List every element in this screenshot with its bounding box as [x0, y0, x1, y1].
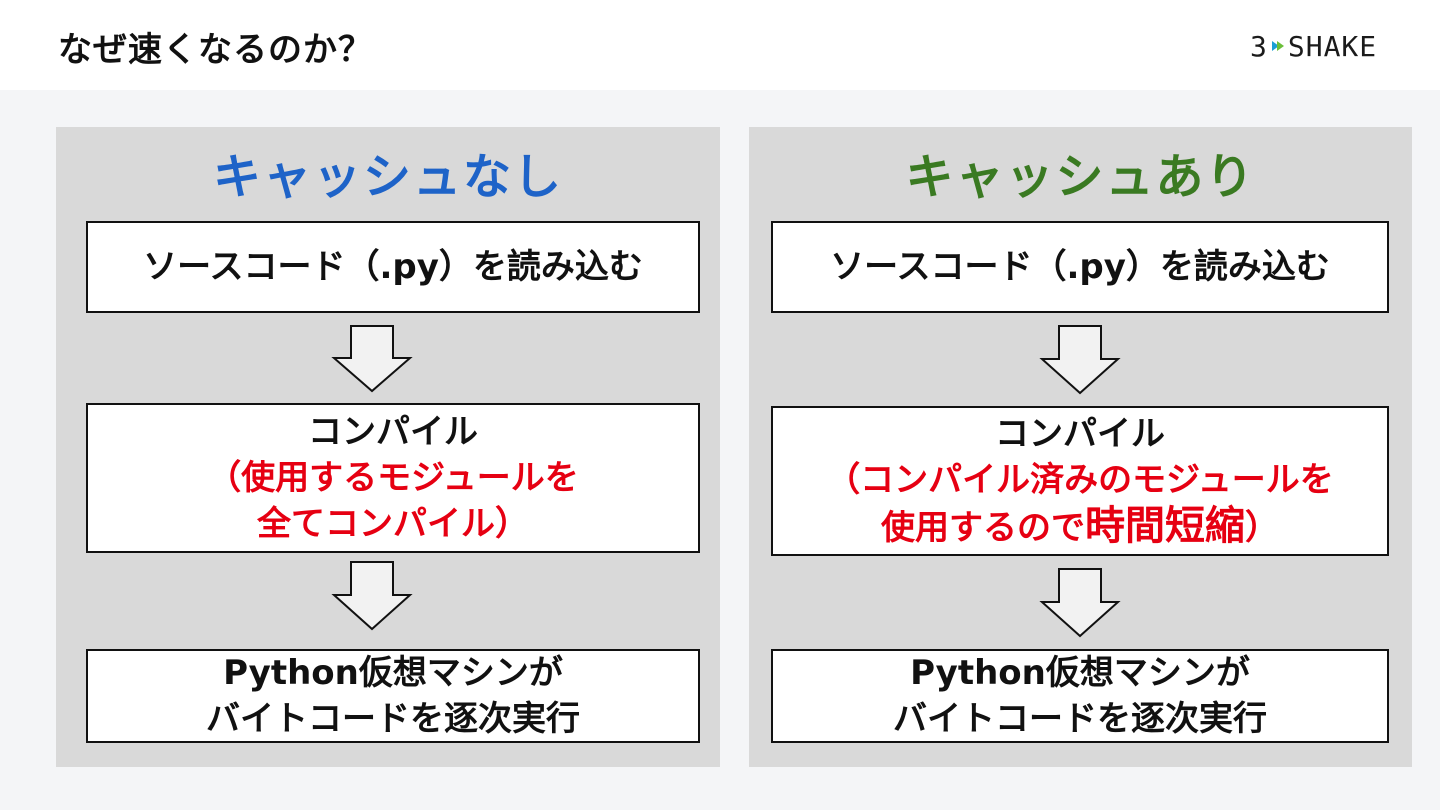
- slide-title: なぜ速くなるのか？: [58, 30, 373, 70]
- step-compile-note-line1: （使用するモジュールを: [207, 458, 579, 498]
- step-execute-line1: Python仮想マシンが: [223, 653, 563, 693]
- step-execute: Python仮想マシンが バイトコードを逐次実行: [86, 649, 700, 743]
- down-arrow-icon: [1039, 325, 1121, 395]
- step-compile-title: コンパイル: [308, 412, 478, 452]
- logo-digit: 3: [1250, 29, 1268, 63]
- step-execute-line1: Python仮想マシンが: [910, 653, 1250, 693]
- logo-mark-icon: [1271, 41, 1284, 51]
- panel-cache: キャッシュあり ソースコード（.py）を読み込む コンパイル （コンパイル済みの…: [749, 127, 1412, 767]
- step-compile-title: コンパイル: [995, 414, 1165, 454]
- panel-title-no-cache: キャッシュなし: [212, 149, 563, 205]
- panel-title-cache: キャッシュあり: [905, 149, 1256, 205]
- slide-header: なぜ速くなるのか？ 3 SHAKE: [0, 0, 1440, 90]
- step-read-source: ソースコード（.py）を読み込む: [86, 221, 700, 313]
- step-compile-note-line2: 全てコンパイル）: [257, 504, 529, 544]
- step-compile: コンパイル （コンパイル済みのモジュールを 使用するので時間短縮）: [771, 406, 1389, 556]
- step-compile-note-line2: 使用するので時間短縮）: [881, 503, 1279, 551]
- down-arrow-icon: [331, 561, 413, 631]
- down-arrow-icon: [1039, 568, 1121, 638]
- panel-no-cache: キャッシュなし ソースコード（.py）を読み込む コンパイル （使用するモジュー…: [56, 127, 720, 767]
- time-reduction-emphasis: 時間短縮: [1085, 503, 1245, 549]
- step-execute: Python仮想マシンが バイトコードを逐次実行: [771, 649, 1389, 743]
- step-read-source-label: ソースコード（.py）を読み込む: [143, 247, 643, 287]
- step-execute-line2: バイトコードを逐次実行: [206, 699, 580, 739]
- step-compile-note-close: ）: [1245, 508, 1279, 548]
- step-compile-note-line1: （コンパイル済みのモジュールを: [826, 460, 1334, 500]
- step-read-source-label: ソースコード（.py）を読み込む: [830, 247, 1330, 287]
- step-compile: コンパイル （使用するモジュールを 全てコンパイル）: [86, 403, 700, 553]
- company-logo: 3 SHAKE: [1250, 28, 1377, 64]
- step-read-source: ソースコード（.py）を読み込む: [771, 221, 1389, 313]
- down-arrow-icon: [331, 325, 413, 393]
- logo-text: SHAKE: [1287, 29, 1378, 63]
- step-compile-note-text: 使用するので: [881, 508, 1085, 548]
- step-execute-line2: バイトコードを逐次実行: [893, 699, 1267, 739]
